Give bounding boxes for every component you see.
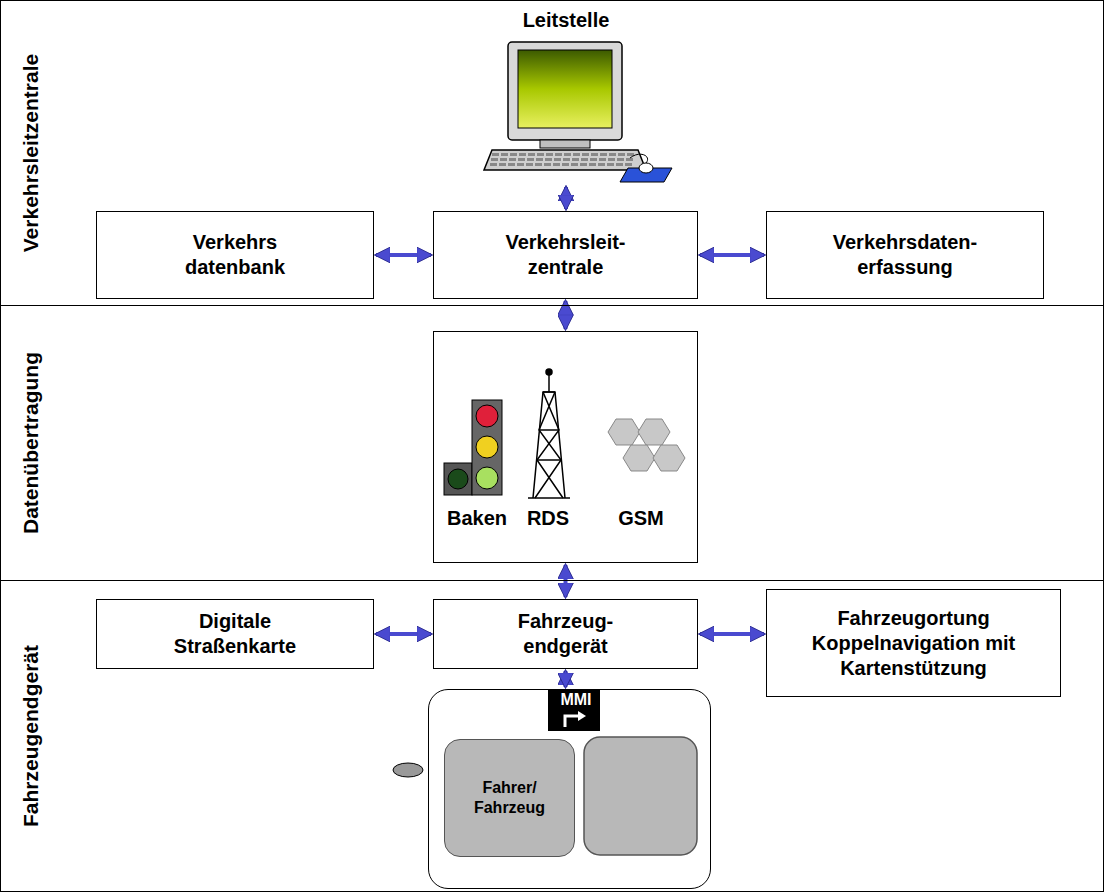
double-arrow: [564, 187, 568, 209]
key: [546, 153, 553, 156]
key: [526, 163, 533, 166]
key: [616, 163, 623, 166]
key: [501, 153, 508, 156]
key: [600, 153, 607, 156]
key: [580, 163, 587, 166]
computer-icon: [484, 42, 672, 182]
key: [591, 153, 598, 156]
key: [536, 158, 543, 161]
band-label: Verkehrsleitzentrale: [19, 54, 43, 252]
key: [553, 163, 560, 166]
key: [544, 163, 551, 166]
process-box: Verkehrsleit- zentrale: [433, 211, 698, 299]
key: [519, 153, 526, 156]
key: [607, 163, 614, 166]
key: [545, 158, 552, 161]
band: Verkehrsleitzentrale LeitstelleVerkehrs d…: [0, 0, 1104, 306]
key: [554, 158, 561, 161]
key: [555, 153, 562, 156]
key: [590, 158, 597, 161]
key: [508, 163, 515, 166]
cell-hexagon: [623, 445, 655, 471]
gsm-cells-icon: [608, 419, 685, 471]
process-box: Fahrzeugortung Koppelnavigation mit Kart…: [766, 589, 1061, 697]
key: [500, 158, 507, 161]
key: [599, 158, 606, 161]
traffic-light-icon: [444, 400, 502, 495]
key: [509, 158, 516, 161]
key: [517, 163, 524, 166]
transmission-box: Baken RDS GSM: [433, 331, 698, 563]
key: [492, 153, 499, 156]
node-label: Verkehrs datenbank: [145, 230, 325, 280]
node-label: Baken: [442, 507, 512, 530]
key: [499, 163, 506, 166]
process-box: Verkehrs datenbank: [96, 211, 374, 299]
node-label: Digitale Straßenkarte: [145, 609, 325, 659]
radio-tower-icon: [528, 369, 570, 498]
key: [571, 163, 578, 166]
band: DatenübertragungBaken RDS GSM: [0, 305, 1104, 581]
key: [510, 153, 517, 156]
process-box: Verkehrsdaten- erfassung: [766, 211, 1044, 299]
key: [598, 163, 605, 166]
cell-hexagon: [653, 445, 685, 471]
node-label: Leitstelle: [456, 9, 676, 32]
node-label: Fahrer/ Fahrzeug: [455, 778, 565, 818]
cell-hexagon: [608, 419, 640, 445]
band-label: Fahrzeugendgerät: [19, 645, 43, 827]
cell-hexagon: [638, 419, 670, 445]
key: [617, 158, 624, 161]
key: [491, 158, 498, 161]
key: [608, 158, 615, 161]
double-arrow: [700, 253, 764, 257]
key: [625, 163, 632, 166]
key: [535, 163, 542, 166]
node-label: Fahrzeug- endgerät: [476, 609, 656, 659]
key: [562, 163, 569, 166]
double-arrow: [376, 632, 431, 636]
double-arrow: [564, 565, 568, 597]
key: [572, 158, 579, 161]
key: [528, 153, 535, 156]
process-box: Fahrzeug- endgerät: [433, 599, 698, 669]
key: [626, 158, 633, 161]
key: [564, 153, 571, 156]
key: [490, 163, 497, 166]
key: [589, 163, 596, 166]
driver-box: Fahrer/ Fahrzeug: [444, 739, 575, 857]
node-label: Fahrzeugortung Koppelnavigation mit Kart…: [806, 606, 1021, 681]
double-arrow: [700, 632, 764, 636]
car-outline: MMI Fahrer/ Fahrzeug: [428, 689, 711, 889]
key: [573, 153, 580, 156]
key: [609, 153, 616, 156]
key: [527, 158, 534, 161]
node-label: GSM: [606, 507, 676, 530]
double-arrow: [376, 253, 431, 257]
key: [563, 158, 570, 161]
band: FahrzeugendgerätDigitale StraßenkarteFah…: [0, 580, 1104, 892]
process-box: Digitale Straßenkarte: [96, 599, 374, 669]
node-label: MMI: [550, 691, 602, 709]
key: [537, 153, 544, 156]
workstation: Leitstelle: [456, 5, 676, 185]
double-arrow: [564, 671, 568, 687]
band-label: Datenübertragung: [19, 352, 43, 534]
key: [618, 153, 625, 156]
key: [518, 158, 525, 161]
key: [582, 153, 589, 156]
node-label: Verkehrsleit- zentrale: [476, 230, 656, 280]
node-label: RDS: [520, 507, 576, 530]
node-label: Verkehrsdaten- erfassung: [815, 230, 995, 280]
key: [581, 158, 588, 161]
